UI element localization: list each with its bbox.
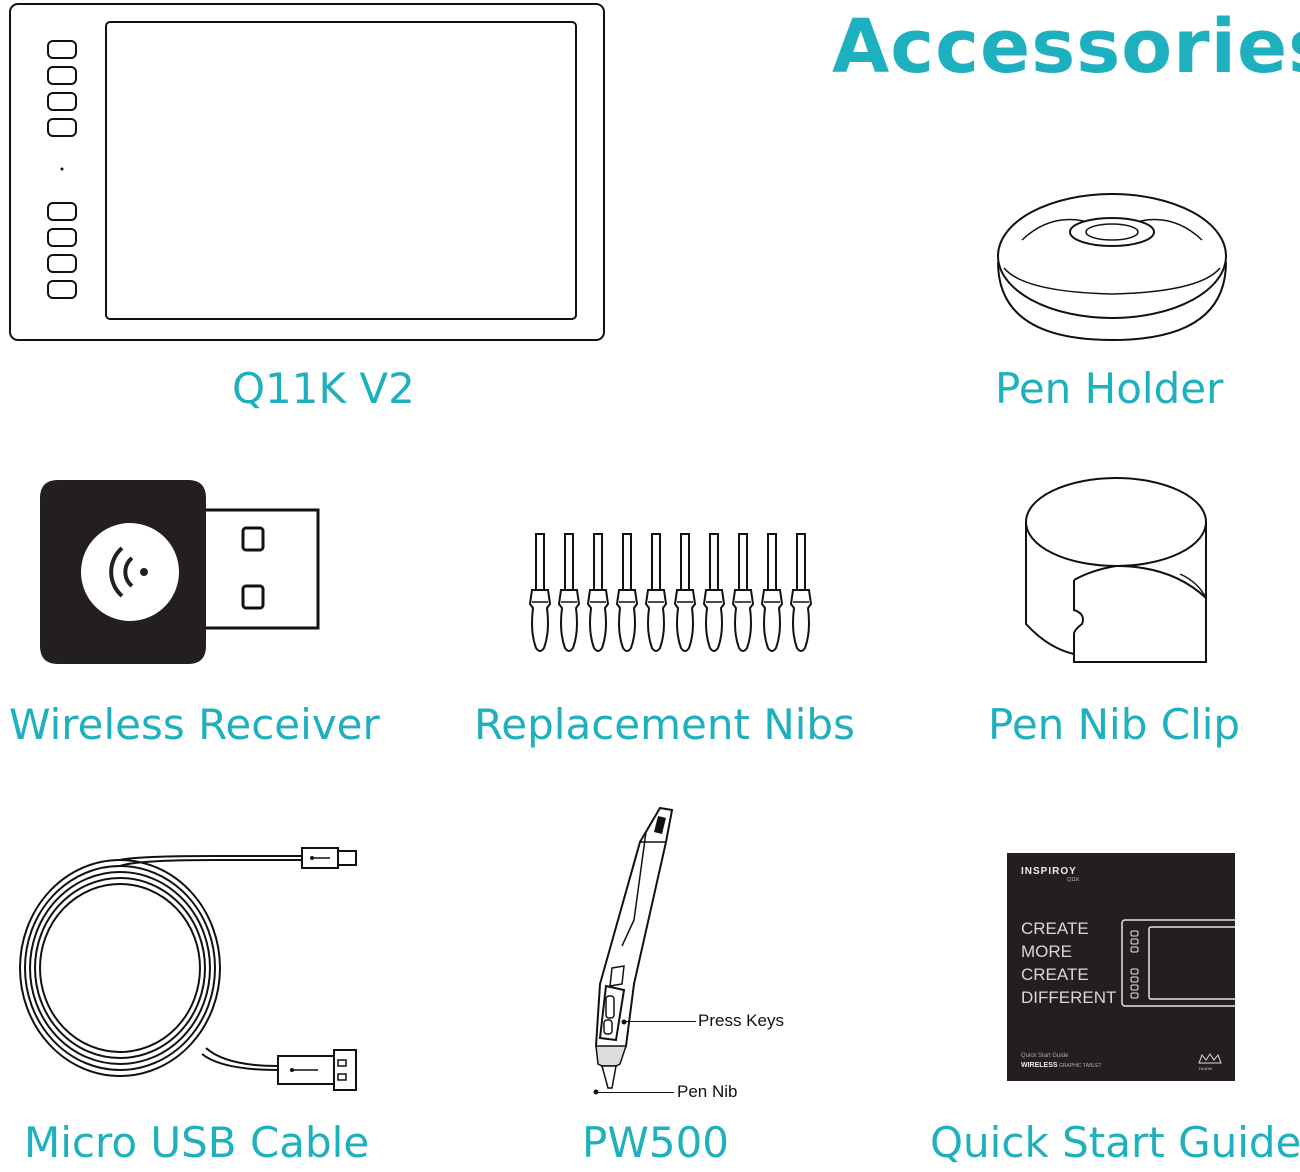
pen-label: PW500: [582, 1118, 730, 1167]
pen-holder-label: Pen Holder: [995, 364, 1224, 413]
page-title: Accessories: [832, 4, 1300, 90]
guide-footer-bold: WIRELESS: [1021, 1062, 1058, 1069]
replacement-nibs-label: Replacement Nibs: [474, 700, 855, 749]
pen-nib-clip-label: Pen Nib Clip: [988, 700, 1241, 749]
guide-footer-rest: GRAPHIC TABLET: [1059, 1063, 1102, 1069]
pen-nib-leader-line: [596, 1092, 674, 1093]
guide-slogan-line: CREATE: [1021, 965, 1089, 984]
press-keys-callout: Press Keys: [698, 1011, 784, 1030]
guide-slogan-line: DIFFERENT: [1021, 988, 1117, 1007]
quick-start-guide-label: Quick Start Guide: [930, 1118, 1300, 1167]
pen-holder-illustration: [994, 190, 1230, 342]
guide-footer-small: Quick Start Guide: [1021, 1053, 1069, 1059]
guide-slogan-line: CREATE: [1021, 919, 1089, 938]
press-keys-leader-line: [624, 1021, 696, 1022]
guide-model: Q11K: [1067, 877, 1080, 883]
wireless-receiver-label: Wireless Receiver: [9, 700, 380, 749]
tablet-label: Q11K V2: [232, 364, 415, 413]
guide-brand: INSPIROY: [1021, 866, 1077, 877]
wireless-receiver-illustration: [38, 480, 322, 666]
micro-usb-cable-illustration: [16, 838, 364, 1094]
pen-nib-clip-illustration: [1022, 474, 1210, 668]
huion-logo-icon: [1197, 1053, 1223, 1065]
micro-usb-cable-label: Micro USB Cable: [24, 1118, 370, 1167]
pen-illustration: [576, 802, 686, 1098]
tablet-illustration: [8, 2, 608, 344]
guide-slogan-line: MORE: [1021, 942, 1072, 961]
quick-start-guide-cover: INSPIROY Q11K CREATE MORE CREATE DIFFERE…: [1007, 853, 1235, 1081]
guide-slogan: CREATE MORE CREATE DIFFERENT: [1021, 917, 1116, 1009]
guide-tablet-graphic: [1121, 919, 1235, 1009]
pen-nib-callout: Pen Nib: [677, 1082, 738, 1101]
replacement-nibs-illustration: [526, 532, 818, 658]
guide-logo-text: HUION: [1199, 1066, 1212, 1071]
